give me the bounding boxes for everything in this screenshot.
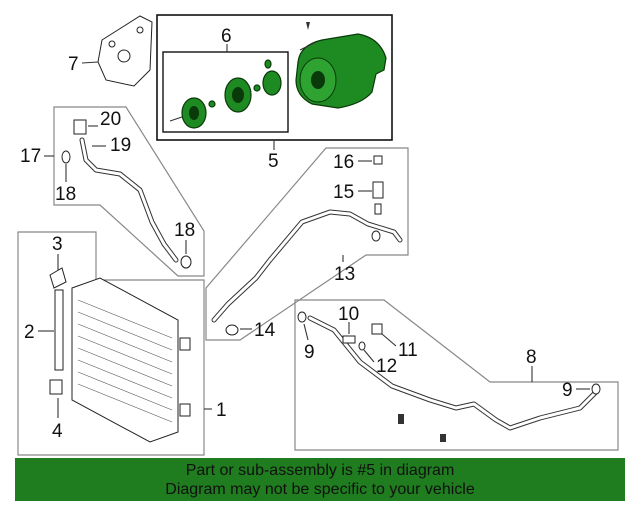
group-6-frame — [162, 51, 289, 133]
callout-9-right: 9 — [562, 380, 573, 401]
info-banner: Part or sub-assembly is #5 in diagram Di… — [15, 458, 625, 501]
group-13-frame — [205, 147, 409, 341]
line-clip — [440, 434, 446, 442]
seal-18-lower — [180, 255, 192, 269]
callout-1: 1 — [216, 400, 227, 421]
group-8-frame — [294, 299, 619, 451]
callout-19: 19 — [110, 135, 131, 156]
valve-core-10 — [342, 335, 356, 344]
group-5-frame — [156, 14, 393, 141]
callout-7: 7 — [68, 54, 79, 75]
banner-line-2: Diagram may not be specific to your vehi… — [165, 481, 475, 498]
drier-plug — [49, 379, 63, 395]
callout-18-upper: 18 — [55, 184, 76, 205]
coil-retainer — [264, 59, 272, 69]
cap-16 — [373, 155, 383, 165]
condenser-core — [71, 277, 179, 443]
suction-hose — [80, 138, 178, 262]
callout-14: 14 — [254, 320, 276, 341]
group-8-liquid-line[interactable]: 10 9 12 11 8 9 — [294, 299, 619, 451]
clutch-pulley-center — [232, 87, 244, 103]
hose-fitting — [73, 119, 87, 135]
group-13-discharge-hose[interactable]: 16 15 13 14 — [205, 147, 409, 341]
cap-11 — [371, 323, 383, 335]
callout-8: 8 — [526, 347, 537, 368]
snap-ring — [253, 84, 261, 92]
callout-20: 20 — [100, 109, 121, 130]
receiver-drier — [54, 289, 64, 371]
compressor-shaft — [311, 71, 325, 89]
group-17-frame — [53, 106, 205, 277]
seal-9-left — [297, 311, 307, 323]
valve-15 — [372, 181, 384, 199]
callout-13: 13 — [334, 264, 355, 285]
condenser-outlet — [179, 403, 191, 417]
discharge-hose — [212, 210, 402, 322]
group-5-compressor-assembly[interactable]: 6 5 — [156, 14, 393, 172]
clutch-coil — [262, 70, 282, 96]
part-7-compressor-bracket[interactable]: 7 — [68, 15, 153, 87]
banner-line-1: Part or sub-assembly is #5 in diagram — [185, 462, 455, 479]
callout-15: 15 — [333, 182, 354, 203]
callout-17: 17 — [20, 146, 41, 167]
liquid-line — [308, 316, 598, 430]
callout-5: 5 — [268, 151, 279, 172]
condenser-inlet — [179, 337, 191, 351]
group-17-suction-hose[interactable]: 20 19 17 18 18 — [20, 106, 205, 277]
callout-12: 12 — [376, 356, 397, 377]
compressor-stud — [299, 41, 317, 51]
line-bolt — [398, 414, 404, 424]
callout-16: 16 — [333, 152, 354, 173]
seal-12 — [358, 341, 366, 351]
clutch-shim — [208, 100, 216, 108]
seal-18-upper — [61, 150, 71, 164]
group-1-frame — [17, 231, 205, 456]
drier-cap — [49, 267, 67, 289]
callout-11: 11 — [398, 340, 418, 361]
callout-9-left: 9 — [304, 342, 315, 363]
group-1-condenser[interactable]: 3 2 4 1 — [17, 231, 227, 456]
callout-6: 6 — [221, 26, 232, 47]
seal-14 — [225, 324, 239, 336]
callout-2: 2 — [24, 322, 35, 343]
callout-4: 4 — [52, 421, 63, 442]
seal-9-right — [591, 383, 601, 395]
callout-18-lower: 18 — [174, 220, 195, 241]
callout-10: 10 — [338, 304, 359, 325]
clutch-plate-hub — [189, 106, 199, 120]
clutch-bolt — [169, 116, 183, 122]
callout-3: 3 — [52, 234, 63, 255]
compressor-bolt — [306, 22, 310, 30]
